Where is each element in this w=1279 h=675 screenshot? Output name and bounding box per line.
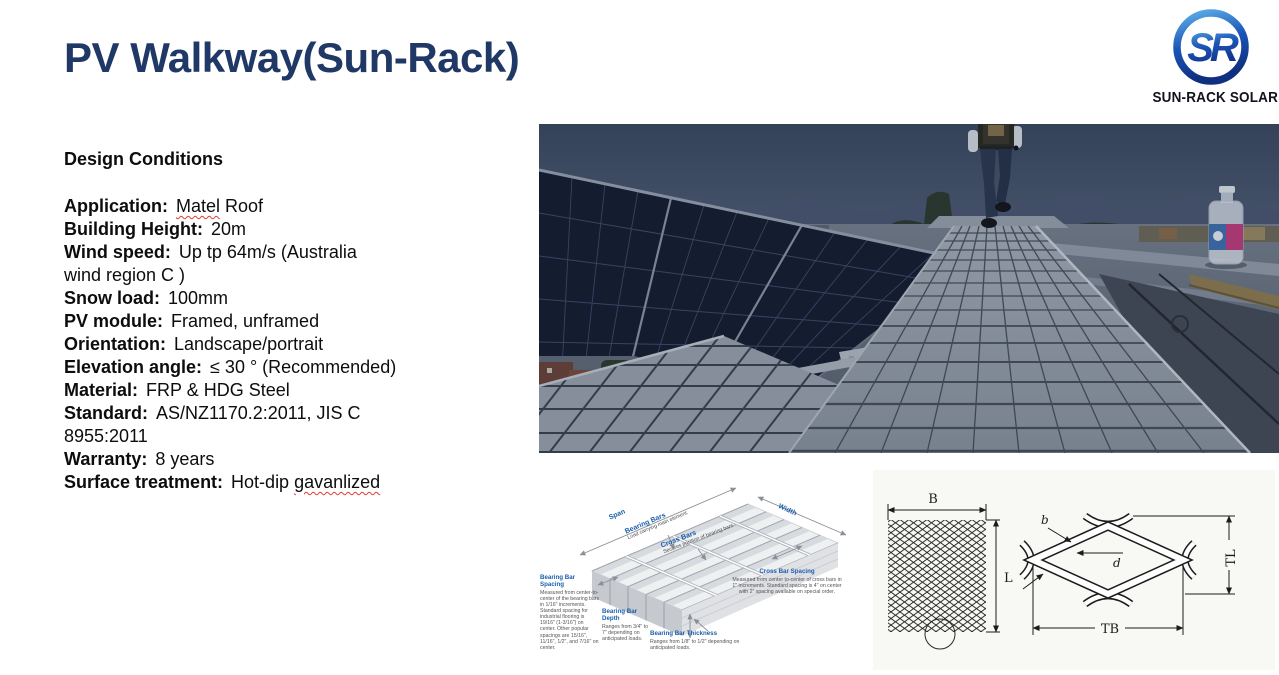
photo-person (968, 124, 1022, 228)
spec-wind-speed: Wind speed:Up tp 64m/s (Australia (64, 242, 357, 262)
logo-sr-icon: SR (1173, 9, 1249, 85)
spec-snow-load: Snow load:100mm (64, 288, 229, 308)
cross-bar-spacing-note: Cross Bar Spacing Measured from center t… (732, 568, 842, 596)
photo-solar-panels (538, 168, 968, 395)
photo-right-roof (1099, 273, 1279, 453)
spec-warranty: Warranty:8 years (64, 449, 215, 469)
spec-building-height: Building Height:20m (64, 219, 246, 239)
logo-monogram: SR (1187, 26, 1239, 70)
spec-material: Material:FRP & HDG Steel (64, 380, 290, 400)
design-conditions: Design Conditions Application:Matel Roof… (64, 148, 496, 494)
sunrack-logo: SR SUN-RACK SOLAR (1146, 6, 1279, 106)
spec-application: Application:Matel Roof (64, 196, 264, 216)
spec-orientation: Orientation:Landscape/portrait (64, 334, 324, 354)
mesh-dim-TL: TL (1224, 549, 1239, 567)
spec-elevation-angle: Elevation angle:≤ 30 ° (Recommended) (64, 357, 397, 377)
brand-name: SUN-RACK SOLAR (1152, 89, 1279, 106)
grating-diagram-art (579, 487, 847, 639)
spec-wind-speed-cont: wind region C ) (64, 265, 186, 285)
mesh-diamond-detail: b d TB TL (1019, 512, 1239, 637)
photo-walkway-far (927, 216, 1069, 228)
misspelled-word: gavanlized (294, 472, 381, 492)
design-conditions-heading: Design Conditions (64, 149, 223, 169)
spec-pv-module: PV module:Framed, unframed (64, 311, 320, 331)
mesh-dim-TB: TB (1101, 622, 1119, 637)
spec-standard: Standard:AS/NZ1170.2:2011, JIS C (64, 403, 361, 423)
mesh-dim-d: d (1113, 556, 1121, 570)
spec-surface-treatment: Surface treatment:Hot-dip gavanlized (64, 472, 381, 492)
walkway-photo (538, 124, 1279, 454)
page-title: PV Walkway(Sun-Rack) (64, 34, 520, 81)
mesh-dim-L: L (1004, 571, 1013, 586)
bearing-bar-spacing-note: Bearing Bar Spacing Measured from center… (540, 574, 600, 651)
mesh-dim-B: B (928, 492, 938, 507)
misspelled-word: Matel (176, 196, 221, 216)
photo-water-bottle (1205, 186, 1247, 269)
photo-walkway (788, 225, 1251, 454)
bearing-bar-depth-note: Bearing Bar Depth Ranges from 3/4" to 7"… (602, 608, 648, 642)
spec-standard-cont: 8955:2011 (64, 426, 148, 446)
grating-diagram: Span Bearing Bars Load carrying main ele… (540, 459, 870, 675)
bearing-bar-thickness-note: Bearing Bar Thickness Ranges from 1/8" t… (650, 630, 740, 651)
mesh-diagram: B L (873, 470, 1275, 670)
mesh-dim-b: b (1041, 513, 1049, 527)
mesh-sample: B L (887, 492, 1013, 650)
